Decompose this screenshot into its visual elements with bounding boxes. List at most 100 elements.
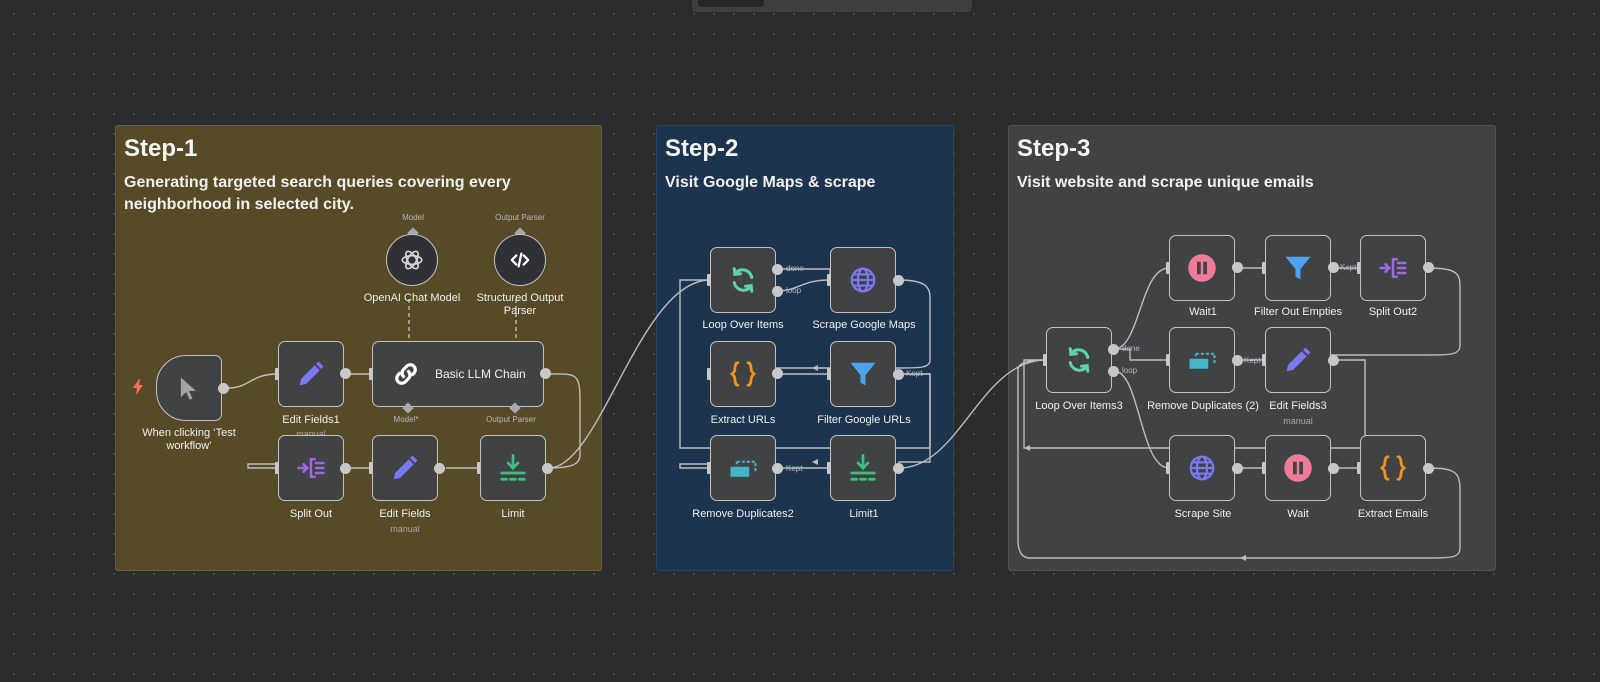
node-label: Edit Fields (379, 508, 431, 520)
loop-output-port[interactable] (1108, 366, 1119, 377)
input-port[interactable] (707, 462, 712, 474)
sticky-note-step2[interactable]: Step-2 Visit Google Maps & scrape (656, 125, 954, 571)
input-port[interactable] (707, 274, 712, 286)
output-port[interactable] (1232, 262, 1243, 273)
input-port[interactable] (1043, 354, 1048, 366)
node-label: Limit1 (849, 508, 879, 520)
output-port[interactable] (542, 463, 553, 474)
basic-llm-chain-node[interactable]: Basic LLM Chain (372, 341, 544, 407)
node-label: Split Out (289, 508, 333, 520)
pause-icon (1188, 254, 1216, 282)
node-label: When clicking ‘Test workflow’ (142, 427, 236, 452)
dedupe-icon (730, 460, 757, 477)
chain-link-icon (395, 363, 417, 385)
node-label: Edit Fields3 (1269, 400, 1327, 412)
limit1-node[interactable] (830, 435, 896, 501)
input-port[interactable] (477, 462, 482, 474)
extract-urls-node[interactable] (710, 341, 776, 407)
output-port[interactable] (540, 368, 551, 379)
split-out-node[interactable] (278, 435, 344, 501)
kept-output-port[interactable] (1328, 262, 1339, 273)
output-port[interactable] (340, 463, 351, 474)
input-port[interactable] (1357, 262, 1362, 274)
globe-icon (850, 267, 876, 293)
trigger-bolt-icon (133, 379, 143, 395)
kept-output-port[interactable] (893, 369, 904, 380)
split-out2-node[interactable] (1360, 235, 1426, 301)
structured-output-parser-node[interactable] (494, 234, 546, 286)
dedupe-icon (1189, 352, 1216, 369)
input-port[interactable] (1166, 262, 1171, 274)
node-label: Loop Over Items3 (1035, 400, 1123, 412)
port-label: done (786, 264, 804, 273)
wait1-node[interactable] (1169, 235, 1235, 301)
extract-emails-node[interactable] (1360, 435, 1426, 501)
filter-icon (1285, 256, 1311, 280)
scrape-site-node[interactable] (1169, 435, 1235, 501)
port-label: done (1122, 344, 1140, 353)
output-port[interactable] (340, 368, 351, 379)
node-label: Wait1 (1189, 306, 1217, 318)
done-output-port[interactable] (772, 264, 783, 275)
input-port[interactable] (827, 274, 832, 286)
filter-google-urls-node[interactable] (830, 341, 896, 407)
openai-chat-model-node[interactable] (386, 234, 438, 286)
output-port[interactable] (772, 368, 783, 379)
edit-fields-node[interactable] (372, 435, 438, 501)
output-port[interactable] (218, 383, 229, 394)
input-port[interactable] (1262, 354, 1267, 366)
cursor-icon (180, 377, 196, 400)
input-port[interactable] (827, 368, 832, 380)
input-port[interactable] (369, 462, 374, 474)
input-port[interactable] (1262, 262, 1267, 274)
input-port[interactable] (275, 462, 280, 474)
input-port[interactable] (1357, 462, 1362, 474)
kept-output-port[interactable] (772, 463, 783, 474)
toolbar-tab[interactable] (698, 0, 764, 7)
braces-icon (730, 361, 756, 387)
code-icon (510, 252, 530, 268)
output-port[interactable] (893, 275, 904, 286)
limit-node[interactable] (480, 435, 546, 501)
top-toolbar[interactable] (692, 0, 972, 12)
scrape-google-maps-node[interactable] (830, 247, 896, 313)
remove-duplicates-2-node[interactable] (1169, 327, 1235, 393)
node-label: Remove Duplicates2 (692, 508, 794, 520)
output-port[interactable] (1232, 463, 1243, 474)
trigger-node[interactable] (156, 355, 222, 421)
input-port[interactable] (827, 462, 832, 474)
node-sublabel: manual (1283, 416, 1313, 426)
output-port[interactable] (1423, 262, 1434, 273)
port-label: Model (402, 213, 424, 222)
node-sublabel: manual (390, 524, 420, 534)
filter-icon (850, 362, 876, 386)
filter-out-empties-node[interactable] (1265, 235, 1331, 301)
edit-fields1-node[interactable] (278, 341, 344, 407)
output-port[interactable] (1423, 463, 1434, 474)
limit-icon (850, 454, 876, 481)
input-port[interactable] (275, 368, 280, 380)
remove-duplicates2-node[interactable] (710, 435, 776, 501)
loop-over-items3-node[interactable] (1046, 327, 1112, 393)
node-label: OpenAI Chat Model (363, 292, 461, 304)
wait-node[interactable] (1265, 435, 1331, 501)
port-label: Kept (1340, 263, 1357, 272)
loop-over-items-node[interactable] (710, 247, 776, 313)
input-port[interactable] (707, 368, 712, 380)
output-port[interactable] (893, 463, 904, 474)
output-port[interactable] (1328, 355, 1339, 366)
node-label: Loop Over Items (702, 319, 784, 331)
done-output-port[interactable] (1108, 344, 1119, 355)
output-port[interactable] (1328, 463, 1339, 474)
input-port[interactable] (1166, 354, 1171, 366)
pencil-icon (393, 455, 418, 480)
output-port[interactable] (434, 463, 445, 474)
loop-output-port[interactable] (772, 286, 783, 297)
kept-output-port[interactable] (1232, 355, 1243, 366)
edit-fields3-node[interactable] (1265, 327, 1331, 393)
input-port[interactable] (1166, 462, 1171, 474)
input-port[interactable] (369, 368, 374, 380)
limit-icon (500, 454, 526, 481)
openai-icon (401, 250, 423, 270)
input-port[interactable] (1262, 462, 1267, 474)
